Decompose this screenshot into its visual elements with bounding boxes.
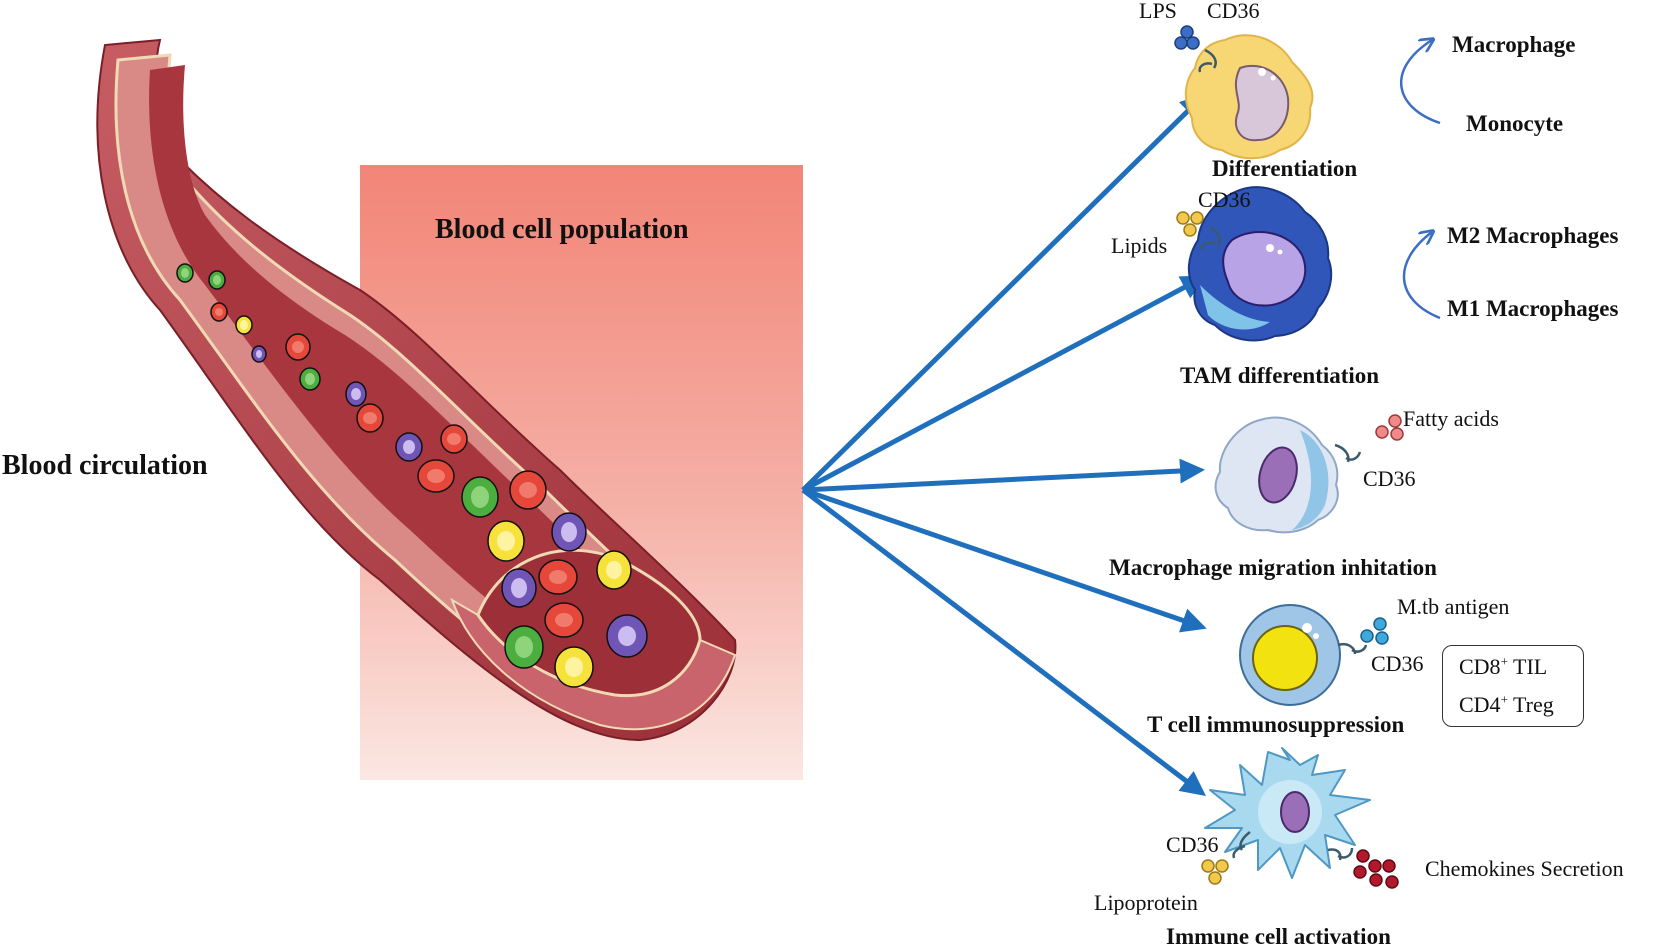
- lipoprotein-ligand: [1201, 859, 1229, 885]
- monocyte-cell: [1184, 34, 1314, 160]
- arrow-to-t-cell-immunosuppression: [802, 487, 1207, 633]
- lipids-label: Lipids: [1111, 233, 1168, 258]
- dendritic-nucleus: [1280, 791, 1310, 833]
- fatty-acids-ligand: [1375, 414, 1404, 441]
- migrating-macrophage-cell: [1214, 416, 1362, 534]
- vessel-lumen: [149, 65, 666, 665]
- wbc-green: [208, 270, 226, 290]
- wbc-green: [176, 263, 194, 283]
- wbc-yellow: [596, 550, 632, 590]
- lipids-ligand: [1176, 211, 1204, 237]
- tam-nucleus: [1222, 231, 1307, 307]
- migration-inhibition-title: Macrophage migration inhitation: [1109, 555, 1437, 580]
- t-cell: [1239, 604, 1368, 706]
- chemokine-receptor: [1327, 847, 1354, 861]
- lps-ligand: [1174, 25, 1200, 50]
- cd8-til-label: CD8+ TIL: [1459, 653, 1548, 679]
- wbc-green: [299, 367, 321, 391]
- macrophage-edge-highlight: [1292, 430, 1329, 530]
- arrow-to-immune-cell-activation: [801, 488, 1206, 797]
- cd36-receptor-1: [1198, 48, 1217, 73]
- rbc: [210, 302, 228, 322]
- arrow-to-tam-differentiation: [801, 275, 1207, 493]
- lipoprotein-label: Lipoprotein: [1094, 890, 1198, 915]
- tam-cell: [1187, 186, 1333, 342]
- mtb-antigen-label: M.tb antigen: [1397, 594, 1510, 619]
- immune-cell-activation-title: Immune cell activation: [1166, 924, 1391, 949]
- blood-cells: [176, 263, 648, 688]
- macrophage-label: Macrophage: [1452, 32, 1576, 57]
- rbc: [417, 459, 455, 493]
- wbc-purple: [251, 345, 267, 363]
- cd36-label-5: CD36: [1166, 832, 1219, 857]
- cd36-label-2: CD36: [1198, 187, 1251, 212]
- cd36-receptor-3: [1334, 443, 1362, 463]
- monocyte-nucleus: [1235, 64, 1290, 142]
- wbc-yellow: [235, 315, 253, 335]
- dendritic-cell: [1204, 747, 1371, 879]
- cd36-label-4: CD36: [1371, 651, 1424, 676]
- m1-to-m2-arrow: [1402, 232, 1441, 320]
- rbc: [538, 559, 578, 595]
- mtb-antigen-ligand: [1360, 617, 1389, 645]
- chemokines-secretion-label: Chemokines Secretion: [1425, 856, 1624, 881]
- blood-cell-population-label: Blood cell population: [435, 214, 689, 245]
- rbc: [509, 470, 547, 510]
- chemokines: [1353, 849, 1399, 889]
- m2-macrophages-label: M2 Macrophages: [1447, 223, 1619, 248]
- wbc-yellow: [554, 646, 594, 688]
- t-cell-subsets-box: CD8+ TIL CD4+ Treg: [1442, 645, 1584, 727]
- m1-macrophages-label: M1 Macrophages: [1447, 296, 1619, 321]
- cd36-receptor-2: [1200, 226, 1222, 251]
- rbc: [285, 333, 311, 361]
- cd36-label-3: CD36: [1363, 466, 1416, 491]
- cd36-receptor-4: [1337, 643, 1368, 655]
- tam-membrane-highlight: [1200, 285, 1270, 330]
- wbc-purple: [501, 568, 537, 608]
- fatty-acids-label: Fatty acids: [1403, 406, 1499, 431]
- cd36-label-1: CD36: [1207, 0, 1260, 23]
- t-cell-nucleus: [1252, 625, 1318, 691]
- wbc-purple: [551, 512, 587, 552]
- monocyte-to-macrophage-arrow: [1400, 40, 1441, 125]
- monocyte-label: Monocyte: [1466, 111, 1564, 136]
- lps-label: LPS: [1139, 0, 1177, 23]
- wbc-purple: [606, 614, 648, 658]
- arrow-to-differentiation: [801, 93, 1206, 492]
- differentiation-title: Differentiation: [1212, 156, 1358, 181]
- macrophage-nucleus: [1258, 446, 1298, 504]
- rbc: [440, 424, 468, 454]
- wbc-purple: [395, 432, 423, 462]
- arrow-to-migration-inhibition: [802, 458, 1205, 493]
- wbc-green: [504, 625, 544, 669]
- tam-differentiation-title: TAM differentiation: [1180, 363, 1380, 388]
- rbc: [356, 403, 384, 433]
- wbc-yellow: [487, 520, 525, 562]
- wbc-purple: [345, 381, 367, 407]
- cd36-receptor-5: [1232, 831, 1251, 859]
- blood-circulation-label: Blood circulation: [2, 450, 208, 481]
- t-cell-immunosuppression-title: T cell immunosuppression: [1147, 712, 1405, 737]
- rbc: [544, 602, 584, 638]
- branch-arrows: [801, 93, 1207, 797]
- wbc-green: [461, 476, 499, 518]
- cd4-treg-label: CD4+ Treg: [1459, 691, 1554, 717]
